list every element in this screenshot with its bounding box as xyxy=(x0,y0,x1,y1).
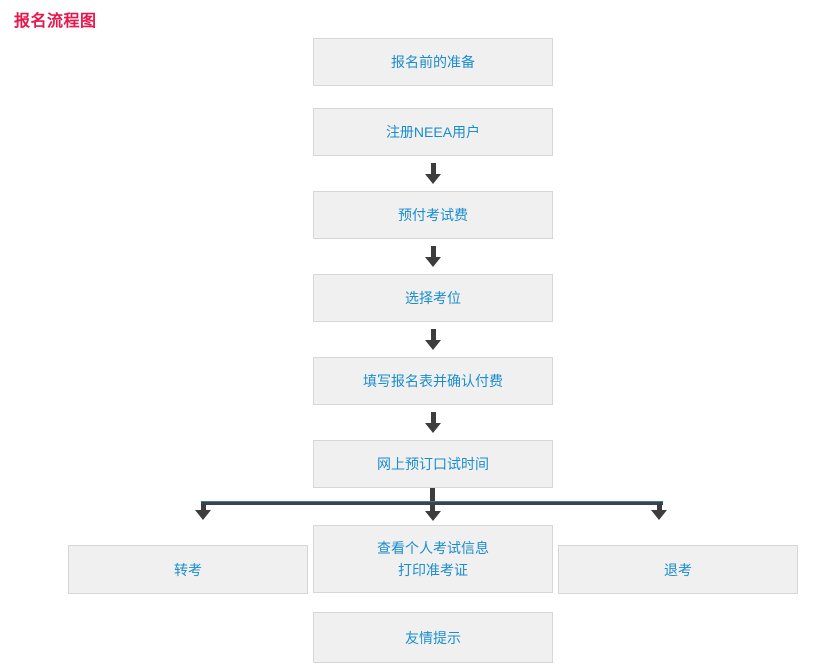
flow-step-label: 预付考试费 xyxy=(398,207,468,223)
branch-label: 退考 xyxy=(664,561,692,578)
down-arrow-icon xyxy=(425,163,441,184)
flow-step-label: 网上预订口试时间 xyxy=(377,456,489,472)
flow-step-book-speaking-time[interactable]: 网上预订口试时间 xyxy=(313,440,553,488)
branch-label-line2: 打印准考证 xyxy=(398,562,468,578)
down-arrow-icon xyxy=(425,412,441,433)
down-arrow-icon xyxy=(195,504,211,520)
down-arrow-icon xyxy=(425,246,441,267)
flow-step-label: 注册NEEA用户 xyxy=(385,124,481,140)
flow-step-label: 选择考位 xyxy=(405,290,461,306)
flow-step-preparation[interactable]: 报名前的准备 xyxy=(313,38,553,86)
down-arrow-icon xyxy=(425,511,441,521)
page-title: 报名流程图 xyxy=(14,13,97,30)
flow-step-prepay-fee[interactable]: 预付考试费 xyxy=(313,191,553,239)
branch-view-info-print-ticket[interactable]: 查看个人考试信息 打印准考证 xyxy=(313,525,553,593)
footer-label: 友情提示 xyxy=(405,629,461,646)
flow-step-label: 填写报名表并确认付费 xyxy=(363,373,503,389)
branch-withdraw-test[interactable]: 退考 xyxy=(558,545,798,594)
flow-step-choose-seat[interactable]: 选择考位 xyxy=(313,274,553,322)
branch-label-line1: 查看个人考试信息 xyxy=(377,540,489,556)
down-arrow-icon xyxy=(651,504,667,520)
footer-friendly-reminder[interactable]: 友情提示 xyxy=(313,612,553,663)
branch-connector-stub xyxy=(430,488,435,512)
branch-transfer-test[interactable]: 转考 xyxy=(68,545,308,594)
flow-step-fill-form-confirm-payment[interactable]: 填写报名表并确认付费 xyxy=(313,357,553,405)
flow-step-label: 报名前的准备 xyxy=(391,54,475,70)
branch-connector-line xyxy=(201,501,663,505)
down-arrow-icon xyxy=(425,329,441,350)
branch-label: 转考 xyxy=(174,561,202,578)
flow-step-register-neea[interactable]: 注册NEEA用户 xyxy=(313,108,553,156)
